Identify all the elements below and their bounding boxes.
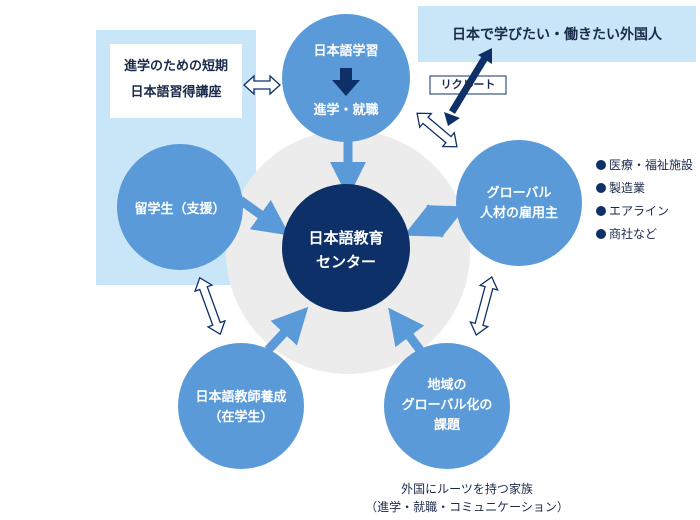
center-line-2: センター — [315, 253, 376, 271]
exchange-arrow-study-global — [416, 112, 458, 148]
exchange-arrow-ryugakusei-teacher — [193, 276, 227, 336]
region-label: 地域の グローバル化の 課題 — [384, 376, 510, 436]
recruit-arrow-head-top — [478, 48, 492, 64]
course-line-2: 日本語習得講座 — [130, 85, 222, 100]
arrow-teacher-to-center — [264, 306, 309, 354]
ryugakusei-label: 留学生（支援） — [117, 198, 243, 217]
node-global — [456, 140, 582, 266]
foreigners-box-text: 日本で学びたい・働きたい外国人 — [452, 27, 662, 43]
course-box-text: 進学のための短期 日本語習得講座 — [110, 54, 242, 106]
arrow-center-global — [403, 204, 467, 238]
arrow-region-to-center — [388, 307, 425, 353]
employer-item: 製造業 — [596, 177, 693, 200]
bullet-icon — [596, 160, 606, 170]
exchange-arrow-global-region — [469, 276, 499, 336]
bullet-icon — [596, 183, 606, 193]
region-line-2: グローバル化の — [401, 398, 493, 413]
bullet-icon — [596, 229, 606, 239]
node-teacher — [178, 343, 304, 469]
global-line-1: グローバル — [486, 186, 552, 201]
region-line-1: 地域の — [427, 378, 467, 393]
region-line-3: 課題 — [433, 418, 460, 433]
recruit-arrow — [449, 54, 489, 114]
region-note: 外国にルーツを持つ家族 （進学・就職・コミュニケーション） — [362, 480, 572, 516]
course-box — [110, 44, 242, 118]
study-line-1: 日本語学習 — [313, 44, 379, 59]
employer-list: 医療・福祉施設 製造業 エアライン 商社など — [596, 154, 693, 246]
teacher-label: 日本語教師養成 （在学生） — [178, 388, 304, 428]
study-down-arrow-icon — [332, 68, 360, 96]
study-label: 日本語学習 進学・就職 — [282, 40, 410, 118]
global-label: グローバル 人材の雇用主 — [456, 184, 582, 224]
course-line-1: 進学のための短期 — [123, 59, 228, 74]
center-line-1: 日本語教育 — [308, 229, 384, 247]
node-region — [384, 343, 510, 469]
employer-item: 医療・福祉施設 — [596, 154, 693, 177]
global-line-2: 人材の雇用主 — [479, 206, 558, 221]
region-note-line-2: （進学・就職・コミュニケーション） — [365, 500, 569, 514]
node-ryugakusei — [117, 144, 243, 270]
teacher-line-1: 日本語教師養成 — [195, 390, 287, 405]
study-line-2: 進学・就職 — [313, 103, 379, 118]
arrow-ryugakusei-to-center — [237, 196, 290, 236]
region-note-line-1: 外国にルーツを持つ家族 — [401, 482, 533, 496]
teacher-line-2: （在学生） — [208, 410, 274, 425]
exchange-arrow-course-study — [243, 74, 281, 96]
recruit-label: リクルート — [440, 78, 496, 91]
ryugakusei-line-1: 留学生（支援） — [134, 202, 226, 217]
node-center — [282, 184, 410, 312]
center-label: 日本語教育 センター — [282, 226, 410, 274]
bullet-icon — [596, 206, 606, 216]
foreigners-box — [418, 6, 696, 62]
employer-item: 商社など — [596, 223, 693, 246]
employer-item: エアライン — [596, 200, 693, 223]
recruit-arrow-head-bottom — [444, 112, 460, 126]
